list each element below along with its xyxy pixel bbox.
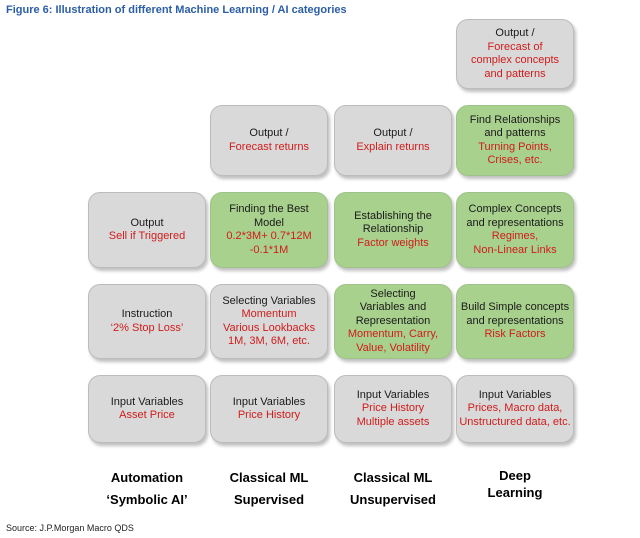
box-title-line: Finding the Best [229, 203, 309, 215]
deep-output-box: Output / Forecast of complex concepts an… [456, 19, 574, 89]
column-label-line: Deep [499, 468, 531, 483]
box-body-line: Price History [237, 409, 301, 421]
box-body-line: Crises, etc. [487, 154, 543, 166]
column-label-supervised: Classical ML Supervised [210, 467, 328, 511]
column-label-line: ‘Symbolic AI’ [106, 492, 188, 507]
box-body-line: Risk Factors [484, 328, 546, 341]
box-title-line: Selecting [370, 287, 416, 300]
box-body-line: 1M, 3M, 6M, etc. [228, 335, 310, 347]
box-title-line: Selecting Variables [222, 294, 316, 307]
unsupervised-relationship-box: Establishing the Relationship Factor wei… [334, 192, 452, 268]
source-note: Source: J.P.Morgan Macro QDS [6, 523, 134, 533]
box-title-line: and patterns [484, 127, 546, 139]
deep-complex-concepts-box: Complex Concepts and representations Reg… [456, 192, 574, 268]
unsupervised-output-box: Output / Explain returns [334, 105, 452, 176]
box-body-line: Prices, Macro data, [467, 402, 563, 415]
automation-output-box: Output Sell if Triggered [88, 192, 206, 268]
box-title-line: Input Variables [232, 395, 306, 408]
box-title-line: Complex Concepts [468, 203, 562, 215]
column-label-line: Automation [110, 470, 184, 485]
box-body-line: Sell if Triggered [108, 230, 186, 242]
automation-instruction-box: Instruction ‘2% Stop Loss’ [88, 284, 206, 359]
figure-title: Figure 6: Illustration of different Mach… [6, 4, 347, 16]
box-body-line: Asset Price [119, 409, 175, 421]
box-body-line: Price History [361, 402, 425, 415]
column-label-line: Classical ML [229, 470, 309, 485]
box-body-line: Factor weights [357, 236, 429, 249]
column-label-line: Unsupervised [350, 492, 436, 507]
automation-input-box: Input Variables Asset Price [88, 375, 206, 443]
box-body-line: Non-Linear Links [473, 243, 557, 256]
box-body-line: Multiple assets [356, 415, 430, 428]
deep-relationships-box: Find Relationships and patterns Turning … [456, 105, 574, 176]
box-body-line: Value, Volatility [356, 341, 430, 354]
column-label-unsupervised: Classical ML Unsupervised [334, 467, 452, 511]
column-label-automation: Automation ‘Symbolic AI’ [88, 467, 206, 511]
supervised-selecting-box: Selecting Variables Momentum Various Loo… [210, 284, 328, 359]
box-title-line: Output [130, 216, 164, 229]
box-title-line: Representation [355, 314, 431, 327]
box-title-line: and representations [466, 216, 564, 229]
deep-input-box: Input Variables Prices, Macro data, Unst… [456, 375, 574, 443]
box-title-line: Establishing the [354, 209, 432, 222]
column-label-line: Learning [487, 485, 543, 500]
box-title-line: Output / [495, 27, 535, 39]
supervised-model-box: Finding the Best Model 0.2*3M+ 0.7*12M -… [210, 192, 328, 268]
box-body-line: Forecast of [487, 40, 543, 53]
box-title-line: Input Variables [356, 388, 430, 401]
box-title-line: Variables and [359, 301, 427, 314]
column-label-deep-learning: Deep Learning [456, 467, 574, 501]
box-body-line: Momentum [241, 308, 297, 320]
box-title-line: Input Variables [478, 388, 552, 401]
box-body-line: Various Lookbacks [222, 321, 316, 334]
box-body-line: Turning Points, [478, 140, 552, 153]
unsupervised-input-box: Input Variables Price History Multiple a… [334, 375, 452, 443]
box-title-line: Relationship [362, 223, 424, 236]
supervised-output-box: Output / Forecast returns [210, 105, 328, 176]
box-body-line: ‘2% Stop Loss’ [110, 321, 184, 334]
box-title-line: Output / [249, 127, 289, 139]
unsupervised-selecting-box: Selecting Variables and Representation M… [334, 284, 452, 359]
box-title-line: Find Relationships [469, 113, 561, 126]
box-body-line: Explain returns [356, 140, 430, 153]
box-body-line: Unstructured data, etc. [459, 415, 571, 428]
box-title-line: Input Variables [110, 395, 184, 408]
box-body-line: Regimes, [491, 230, 539, 242]
box-body-line: -0.1*1M [249, 243, 289, 256]
box-body-line: Momentum, Carry, [347, 328, 439, 341]
deep-simple-concepts-box: Build Simple concepts and representation… [456, 284, 574, 359]
column-label-line: Classical ML [353, 470, 433, 485]
box-title-line: and representations [466, 314, 564, 327]
box-title-line: Instruction [121, 308, 173, 320]
supervised-input-box: Input Variables Price History [210, 375, 328, 443]
box-body-line: 0.2*3M+ 0.7*12M [226, 230, 312, 242]
box-body-line: and patterns [484, 67, 546, 80]
column-label-line: Supervised [233, 492, 305, 507]
box-body-line: complex concepts [470, 54, 560, 66]
box-title-line: Output / [373, 127, 413, 139]
box-body-line: Forecast returns [228, 140, 310, 153]
box-title-line: Model [254, 216, 284, 229]
box-title-line: Build Simple concepts [460, 301, 570, 314]
